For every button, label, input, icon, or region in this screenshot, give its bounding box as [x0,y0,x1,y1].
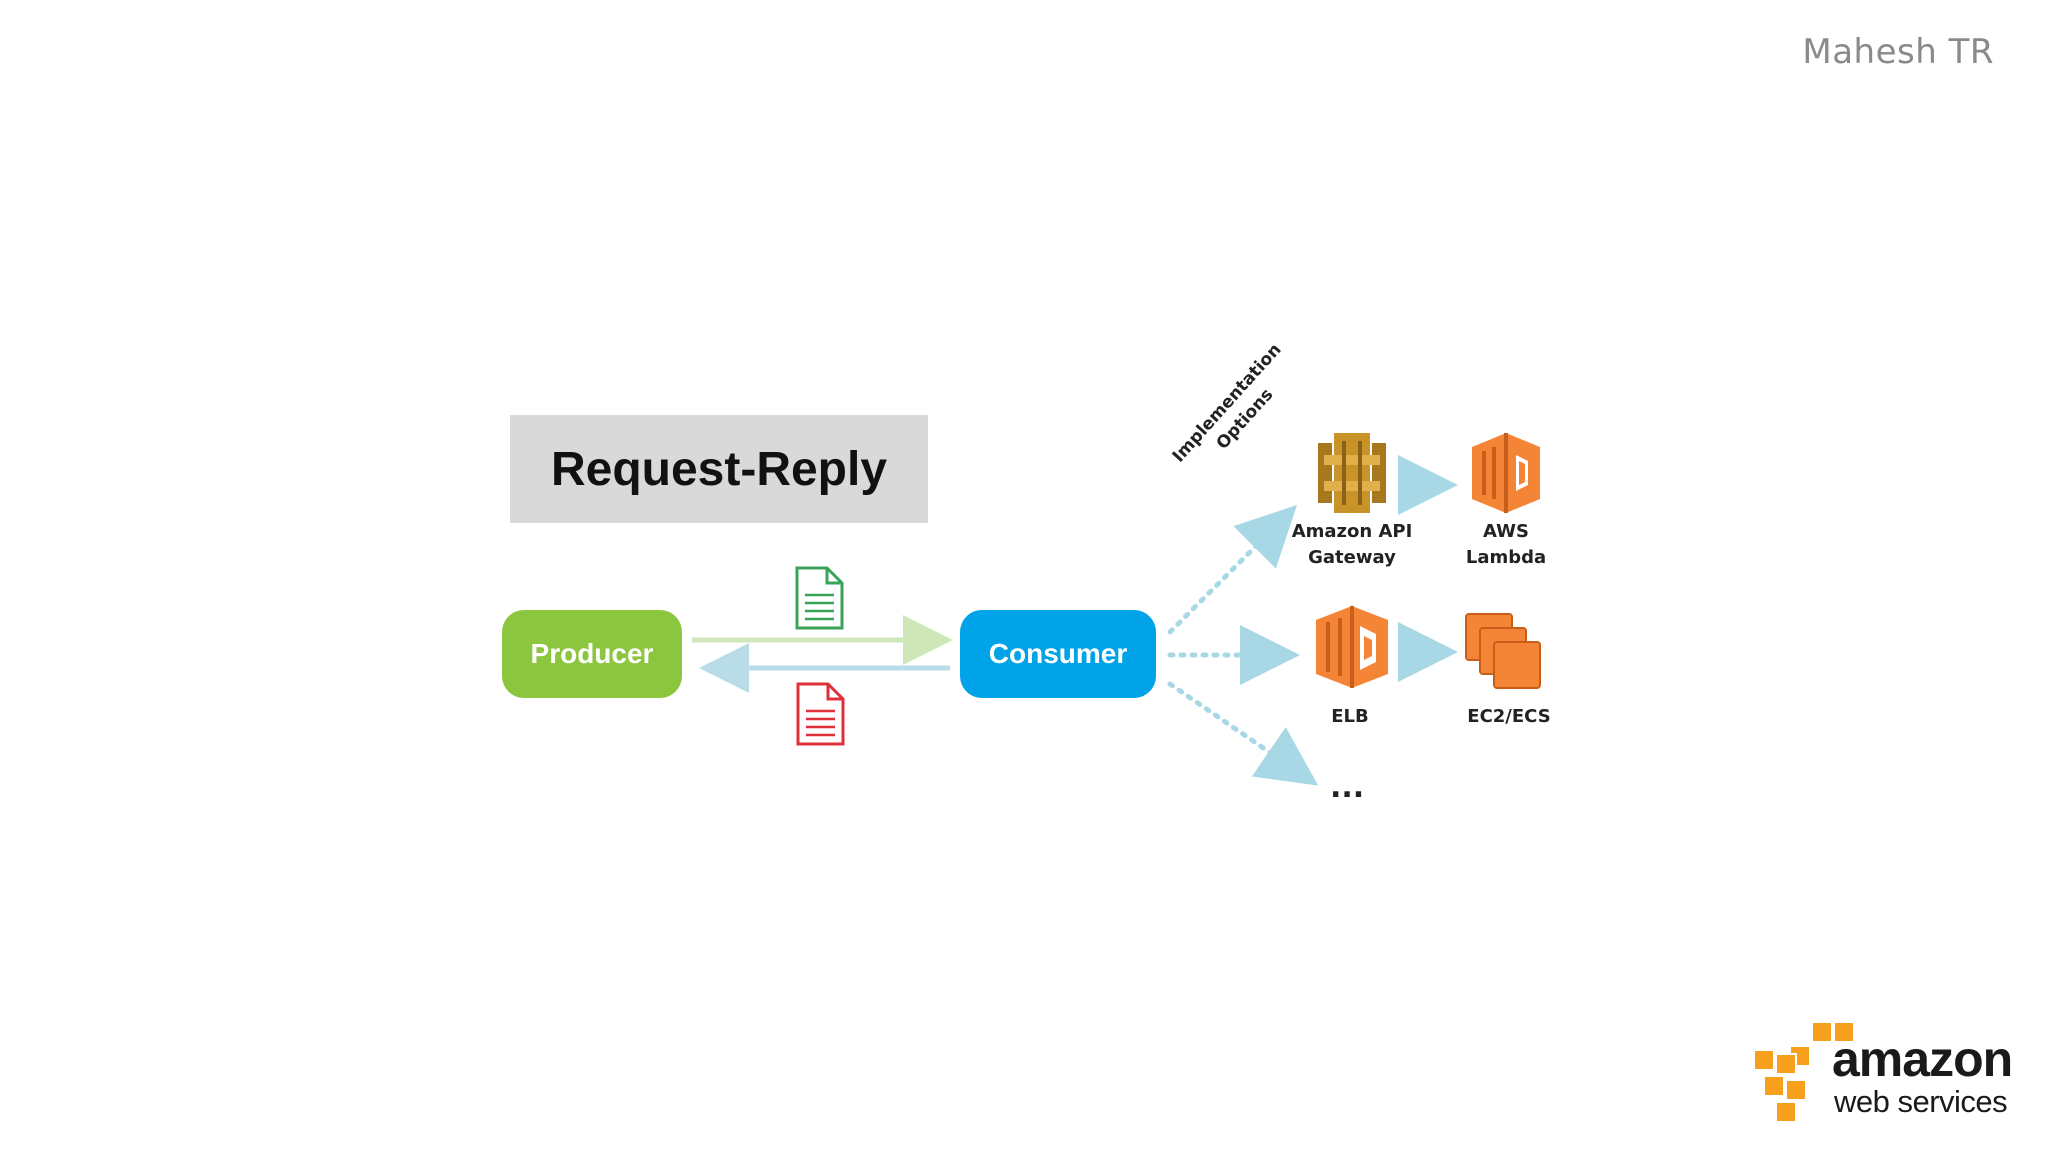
diagram-title-box: Request-Reply [510,415,928,523]
diagram-title: Request-Reply [550,442,888,496]
lambda-icon [1472,433,1540,513]
elb-icon [1316,606,1388,688]
lambda-label: AWS Lambda [1465,521,1547,568]
aws-logo-amazon: amazon [1832,1031,2013,1087]
document-red-icon [796,682,845,746]
consumer-node: Consumer [960,610,1156,698]
aws-logo-webservices: web services [1834,1084,2008,1119]
author-name: Mahesh TR [1802,32,1994,72]
ec2-ecs-label: EC2/ECS [1467,706,1551,727]
ec2-ecs-icon [1465,613,1541,689]
api-gateway-label: Amazon API Gateway [1291,521,1413,568]
producer-node: Producer [502,610,682,698]
option-arrow-up [1167,504,1298,635]
aws-cubes-icon [1753,1021,1855,1123]
api-gateway-icon [1318,433,1386,513]
more-options-ellipsis: ... [1330,770,1365,805]
elb-label: ELB [1331,706,1369,727]
document-green-icon [795,566,844,630]
option-arrow-down [1167,681,1319,786]
